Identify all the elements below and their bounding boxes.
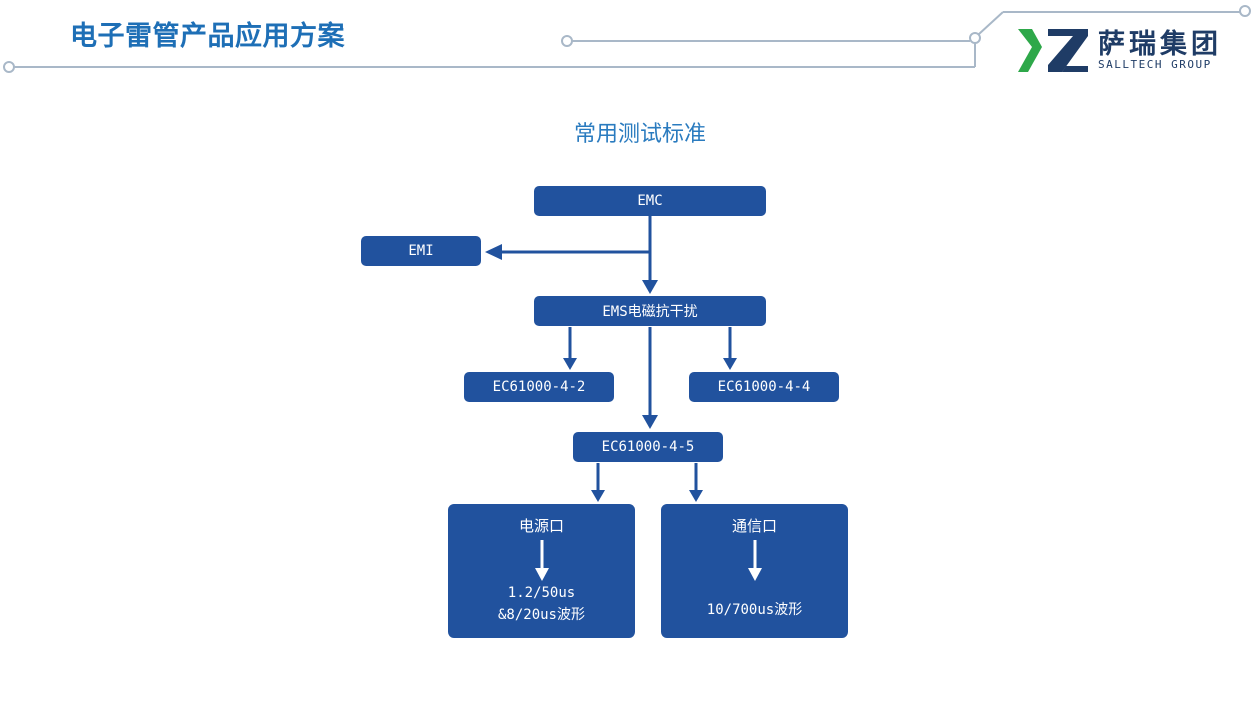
diagram-title: 常用测试标准	[573, 122, 706, 147]
comm-port-waveform: 10/700us波形	[706, 602, 803, 618]
iec-4-4-node: EC61000-4-4	[689, 372, 839, 402]
emc-node: EMC	[534, 186, 766, 216]
emi-node: EMI	[361, 236, 481, 266]
down-arrow-icon	[534, 540, 549, 581]
header-decoration	[3, 5, 1251, 73]
logo-name-cn: 萨瑞集团	[1098, 29, 1222, 60]
power-port-waveform-1: 1.2/50us	[507, 585, 576, 601]
page-title: 电子雷管产品应用方案	[70, 21, 345, 52]
down-arrow-icon	[747, 540, 762, 581]
power-port-panel: 电源口 1.2/50us &8/20us波形	[448, 504, 635, 638]
ems-node: EMS电磁抗干扰	[534, 296, 766, 326]
iec-4-2-node: EC61000-4-2	[464, 372, 614, 402]
iec-4-5-node: EC61000-4-5	[573, 432, 723, 462]
company-logo: 萨瑞集团 SALLTECH GROUP	[1018, 26, 1228, 76]
salltech-logo-icon	[1018, 29, 1088, 72]
comm-port-title: 通信口	[731, 517, 777, 535]
power-port-waveform-2: &8/20us波形	[497, 607, 585, 623]
logo-name-en: SALLTECH GROUP	[1098, 58, 1212, 71]
comm-port-panel: 通信口 10/700us波形	[661, 504, 848, 638]
power-port-title: 电源口	[518, 517, 564, 535]
